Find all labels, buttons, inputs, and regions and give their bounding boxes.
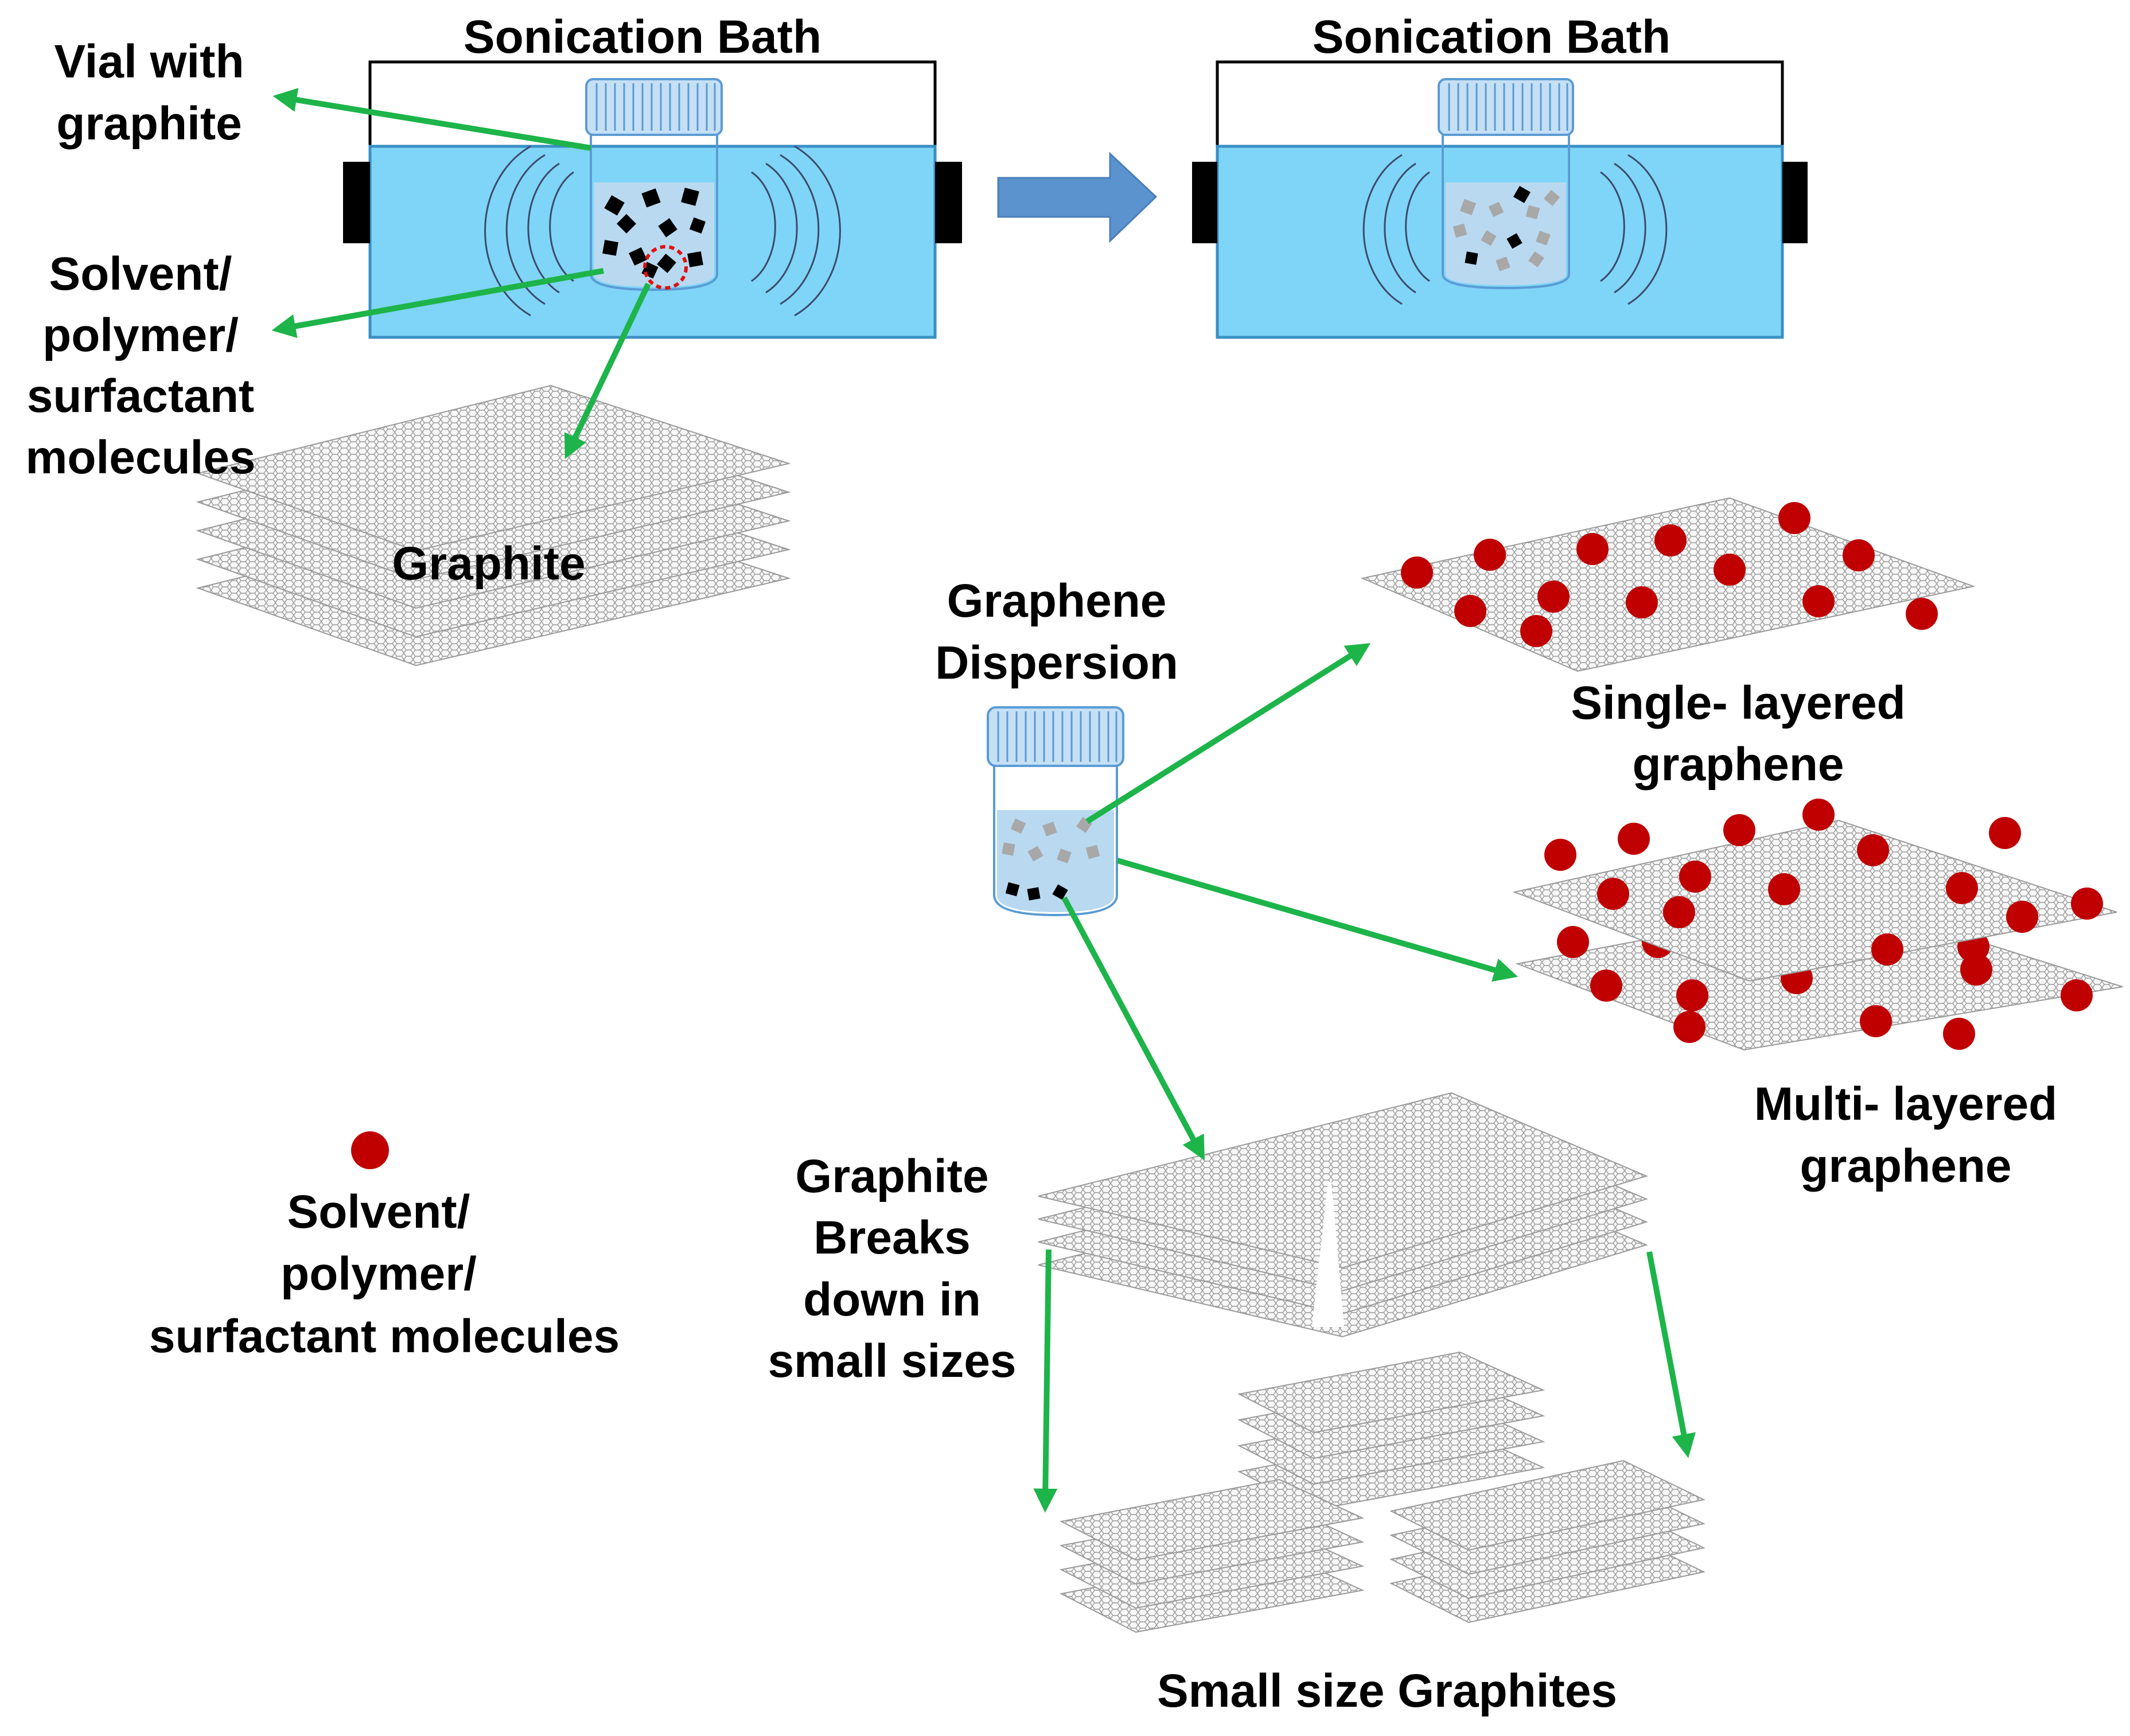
multi-label-line2: graphene bbox=[1800, 1140, 2011, 1192]
single-label-line1: Single- layered bbox=[1571, 677, 1905, 729]
sound-waves-left-icon bbox=[484, 145, 841, 317]
solvent-label-line3: surfactant bbox=[27, 370, 254, 422]
legend-label-line3: surfactant molecules bbox=[149, 1310, 620, 1363]
small-graphite-middle bbox=[1237, 1351, 1545, 1511]
arrow-small-right bbox=[1646, 1251, 1696, 1458]
solvent-label-line1: Solvent/ bbox=[49, 248, 232, 300]
arrow-solvent bbox=[271, 268, 604, 338]
transducer-right-icon bbox=[935, 162, 962, 243]
dispersion-label-line2: Dispersion bbox=[935, 637, 1178, 689]
breaks-label-line3: down in bbox=[803, 1274, 981, 1326]
fracture-line bbox=[1311, 1181, 1345, 1327]
right-sonication-bath bbox=[1192, 60, 1808, 339]
arrow-single bbox=[1085, 643, 1371, 824]
bath-right-title: Sonication Bath bbox=[1313, 11, 1670, 63]
multi-layer-graphene bbox=[1512, 799, 2123, 1051]
legend-molecule-icon bbox=[351, 1131, 389, 1169]
arrow-breaks bbox=[1061, 896, 1205, 1161]
transducer-right-icon bbox=[1782, 162, 1808, 243]
process-arrow-icon bbox=[997, 151, 1158, 243]
single-layer-graphene bbox=[1360, 497, 1976, 672]
small-graphite-right bbox=[1389, 1459, 1706, 1624]
graphite-label: Graphite bbox=[392, 538, 585, 590]
single-label-line2: graphene bbox=[1632, 738, 1844, 791]
single-layer-molecules bbox=[1401, 502, 1938, 647]
dispersion-label-line1: Graphene bbox=[947, 575, 1167, 627]
solvent-label-line4: molecules bbox=[25, 431, 255, 484]
vial-label-line1: Vial with bbox=[54, 36, 244, 88]
bath-left-title: Sonication Bath bbox=[464, 11, 821, 63]
vial-right bbox=[1438, 78, 1574, 290]
arrow-multi bbox=[1116, 858, 1518, 982]
sound-waves-right-icon bbox=[1362, 154, 1668, 305]
multi-label-line1: Multi- layered bbox=[1754, 1078, 2058, 1130]
graphite-breaking bbox=[1038, 1092, 1648, 1338]
highlight-circle bbox=[643, 245, 688, 290]
graphite-stack bbox=[196, 384, 791, 667]
solvent-label-line2: polymer/ bbox=[42, 309, 239, 361]
arrow-vial bbox=[272, 88, 591, 151]
vial-left bbox=[585, 78, 723, 291]
bath-left-water bbox=[368, 145, 937, 339]
labels: Sonication Bath Sonication Bath Vial wit… bbox=[25, 11, 2057, 1717]
arrow-small-left bbox=[1033, 1249, 1058, 1513]
graphene-flakes-right bbox=[1453, 185, 1560, 271]
arrow-graphite bbox=[564, 282, 651, 460]
transducer-left-icon bbox=[343, 162, 370, 243]
breaks-label-line4: small sizes bbox=[768, 1335, 1016, 1387]
dispersion-vial bbox=[987, 706, 1124, 917]
graphite-flakes-left bbox=[602, 188, 706, 279]
vial-label-line2: graphite bbox=[56, 98, 242, 150]
breaks-label-line2: Breaks bbox=[813, 1212, 971, 1264]
small-graphites-label: Small size Graphites bbox=[1157, 1665, 1617, 1717]
legend-label-line2: polymer/ bbox=[281, 1248, 477, 1300]
transducer-left-icon bbox=[1192, 162, 1217, 243]
left-sonication-bath bbox=[343, 60, 962, 339]
small-graphite-left bbox=[1059, 1478, 1365, 1633]
vial-cap-right-icon bbox=[1438, 78, 1574, 136]
green-arrows bbox=[271, 88, 1696, 1513]
breaks-label-line1: Graphite bbox=[795, 1150, 988, 1202]
legend-label-line1: Solvent/ bbox=[287, 1186, 470, 1238]
